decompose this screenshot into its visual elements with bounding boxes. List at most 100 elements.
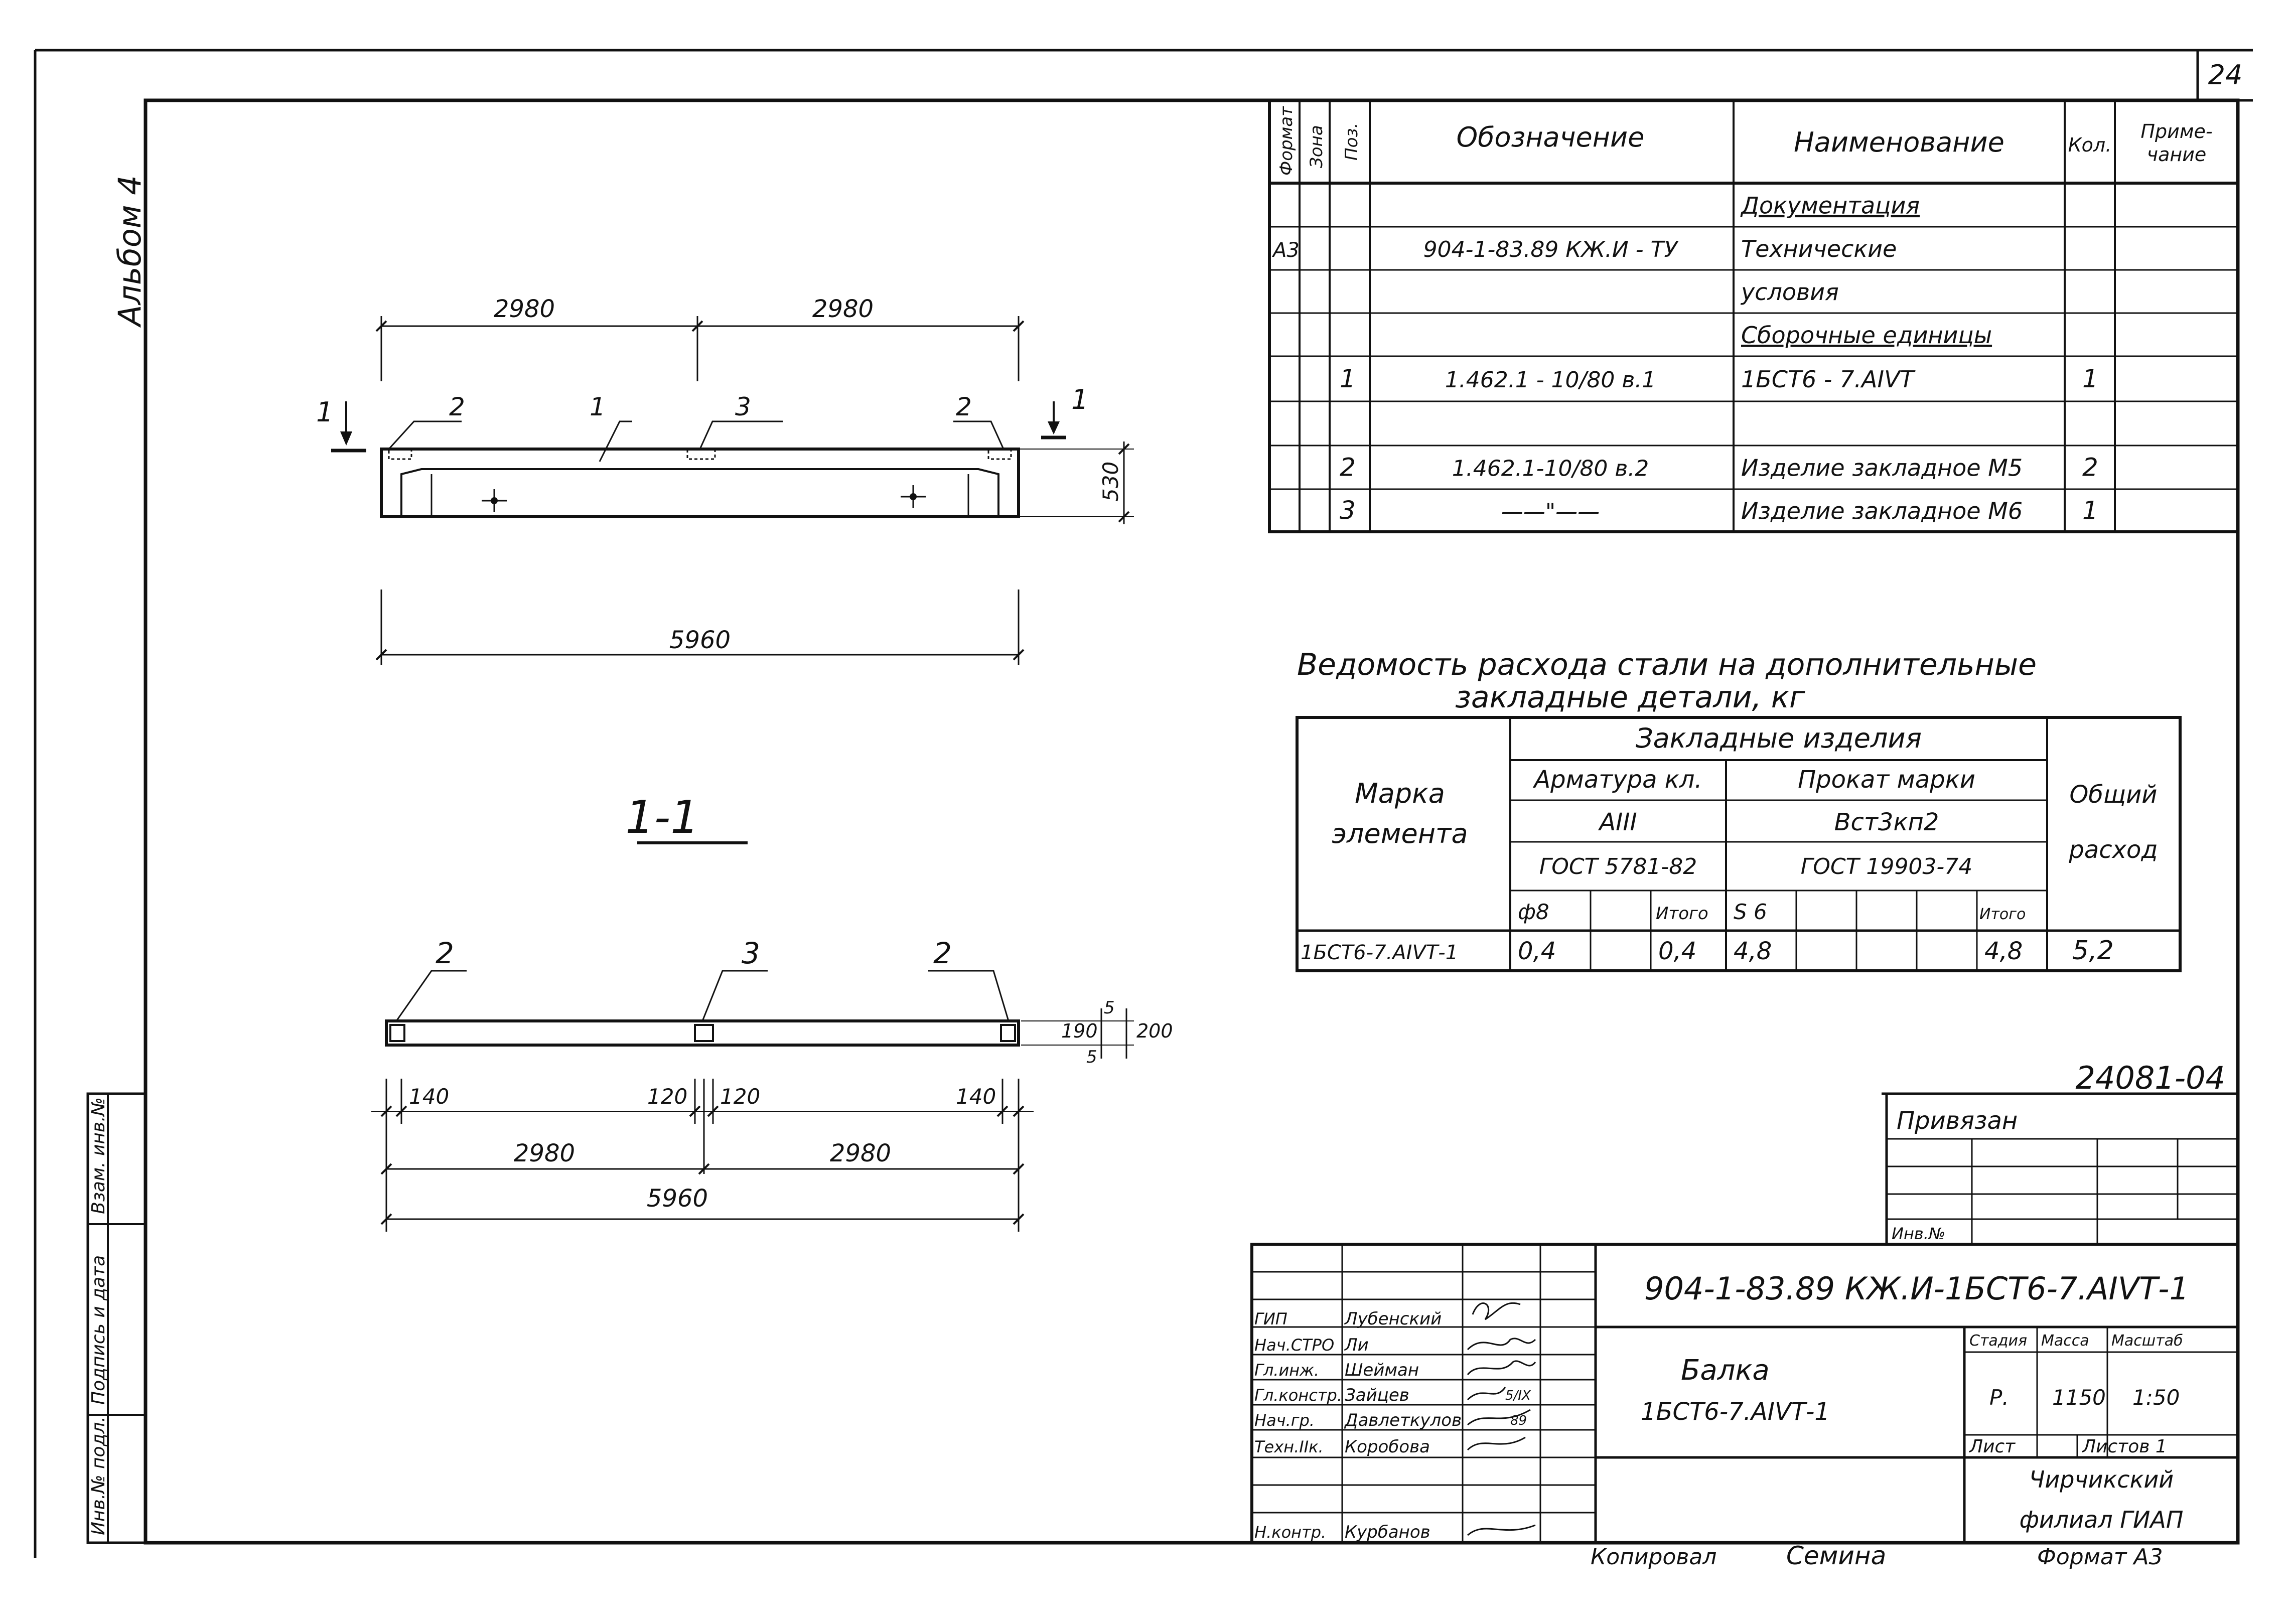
section-mark-right: 1	[1071, 384, 1088, 415]
side-stamp-inv: Инв.№ подл.	[88, 1416, 109, 1535]
steel-rolled-gost: ГОСТ 19903-74	[1801, 854, 1973, 879]
steel-table: Ведомость расхода стали на дополнительны…	[1296, 647, 2182, 972]
sec-pos-2-left: 2	[436, 936, 454, 970]
sheets-label: Листов 1	[2081, 1436, 2167, 1457]
steel-rebar-gost: ГОСТ 5781-82	[1539, 854, 1697, 879]
stamp-person-row: Нач.гр. Давлеткулов	[1254, 1410, 1462, 1430]
signature-2	[1467, 1338, 1536, 1351]
spec-cell-designation: 1.462.1 - 10/80 в.1	[1445, 367, 1656, 393]
stamp-person-row: Нач.СТРО Ли	[1254, 1335, 1369, 1355]
spec-row: Документация	[1740, 192, 1920, 219]
spec-cell-name: Технические	[1741, 235, 1897, 262]
stamp-role: Техн.IIк.	[1254, 1437, 1324, 1456]
sec-dim-5960: 5960	[647, 1185, 708, 1213]
spec-cell-qty: 1	[2082, 496, 2098, 525]
stamp-person-row: Гл.инж.Шейман	[1254, 1360, 1419, 1380]
stamp-role: Гл.констр.	[1254, 1386, 1342, 1405]
steel-title-line2: закладные детали, кг	[1455, 680, 1805, 715]
dim-top-left: 2980	[494, 295, 555, 323]
spec-table: Формат Зона Поз. Обозначение Наименовани…	[1268, 99, 2239, 533]
stamp-person-name: Ли	[1344, 1335, 1369, 1355]
spec-cell-name: 1БСТ6 - 7.АIVТ	[1741, 366, 1916, 393]
steel-row-s6: 4,8	[1734, 937, 1772, 965]
lift-mark-left	[482, 489, 507, 512]
steel-rolled-grade: Вст3кп2	[1834, 808, 1939, 836]
album-label: Альбом 4	[111, 175, 148, 328]
steel-title-line1: Ведомость расхода стали на дополнительны…	[1297, 647, 2037, 682]
stamp-role: Нач.гр.	[1254, 1411, 1315, 1430]
stamp-role: Гл.инж.	[1254, 1361, 1319, 1380]
stamp-person-row: Гл.констр.Зайцев	[1254, 1385, 1409, 1405]
spec-cell-pos: 2	[1340, 453, 1356, 482]
steel-sub-d8: ф8	[1518, 900, 1549, 924]
sheet-number: 24	[2208, 59, 2243, 91]
sec-dim-140a: 140	[409, 1084, 449, 1109]
dim-height: 530	[1098, 462, 1123, 502]
spec-cell-qty: 1	[2082, 364, 2098, 393]
spec-cell-name: условия	[1740, 278, 1839, 306]
stamp-role: Нач.СТРО	[1254, 1336, 1334, 1355]
stage-value: Р.	[1989, 1385, 2009, 1410]
steel-sub-total-b: Итого	[1979, 906, 2026, 923]
copied-name: Семина	[1786, 1541, 1886, 1570]
spec-header-format: Формат	[1276, 106, 1297, 176]
bound-label: Привязан	[1897, 1107, 2018, 1135]
format-label: Формат А3	[2037, 1544, 2163, 1570]
pos-label-2-left: 2	[449, 392, 465, 421]
sec-dim-5b: 5	[1086, 1047, 1097, 1067]
steel-row-d8: 0,4	[1518, 937, 1556, 965]
steel-sub-total-a: Итого	[1656, 904, 1708, 924]
steel-sub-s6: S 6	[1734, 900, 1767, 924]
steel-row-rolled-total: 4,8	[1984, 937, 2023, 965]
stage-label: Стадия	[1969, 1332, 2027, 1350]
date-mark-1: 5/IX	[1505, 1388, 1531, 1403]
spec-header-zone: Зона	[1307, 125, 1327, 168]
scale-value: 1:50	[2132, 1385, 2180, 1410]
signature-3	[1467, 1360, 1536, 1375]
sheet-label: Лист	[1968, 1436, 2016, 1457]
main-frame	[144, 98, 2240, 1545]
spec-cell-pos: 3	[1340, 496, 1356, 525]
sec-dim-2980b: 2980	[830, 1139, 891, 1167]
spec-cell-designation: 1.462.1-10/80 в.2	[1452, 456, 1649, 482]
stamp-person-name: Коробова	[1345, 1437, 1430, 1457]
spec-cell-qty: 2	[2082, 453, 2098, 482]
side-stamp: Инв.№ подл. Подпись и дата Взам. инв.№	[86, 1092, 147, 1544]
spec-header-name: Наименование	[1794, 126, 2004, 158]
sec-pos-2-right: 2	[933, 936, 952, 970]
pos-label-1: 1	[590, 392, 606, 421]
signature-7	[1467, 1524, 1536, 1536]
spec-header-qty: Кол.	[2068, 134, 2112, 156]
spec-cell-name: Сборочные единицы	[1741, 322, 1992, 349]
stamp-person-name: Зайцев	[1345, 1385, 1409, 1405]
section-mark-left: 1	[316, 396, 333, 428]
stamp-title-2: 1БСТ6-7.АIVТ-1	[1641, 1398, 1830, 1426]
spec-row: 1 1.462.1 - 10/80 в.1 1БСТ6 - 7.АIVТ 1	[1340, 364, 2098, 393]
mass-label: Масса	[2041, 1332, 2089, 1350]
pos-label-3: 3	[735, 392, 751, 421]
steel-col-rebar: Арматура кл.	[1532, 766, 1702, 794]
section-1-1: 1-1 2 3 2 190 5 5 200 140 120 120 140	[371, 791, 1173, 1232]
spec-cell-pos: 1	[1340, 364, 1356, 393]
mass-value: 1150	[2052, 1385, 2106, 1410]
signature-4	[1467, 1387, 1506, 1401]
stamp-person-name: Давлеткулов	[1344, 1410, 1462, 1430]
section-title: 1-1	[626, 791, 699, 844]
spec-row: Сборочные единицы	[1741, 322, 1992, 349]
steel-row-mark: 1БСТ6-7.АIVТ-1	[1301, 941, 1458, 964]
side-stamp-sign: Подпись и дата	[88, 1255, 109, 1405]
trim-line	[34, 49, 2253, 1558]
spec-header-designation: Обозначение	[1457, 121, 1645, 153]
stamp-person-name: Лубенский	[1344, 1309, 1442, 1329]
lift-mark-right	[901, 485, 926, 508]
sec-dim-200: 200	[1136, 1020, 1173, 1042]
sec-dim-140b: 140	[956, 1084, 996, 1109]
dim-top-right: 2980	[812, 295, 874, 323]
sec-dim-120b: 120	[720, 1084, 760, 1109]
